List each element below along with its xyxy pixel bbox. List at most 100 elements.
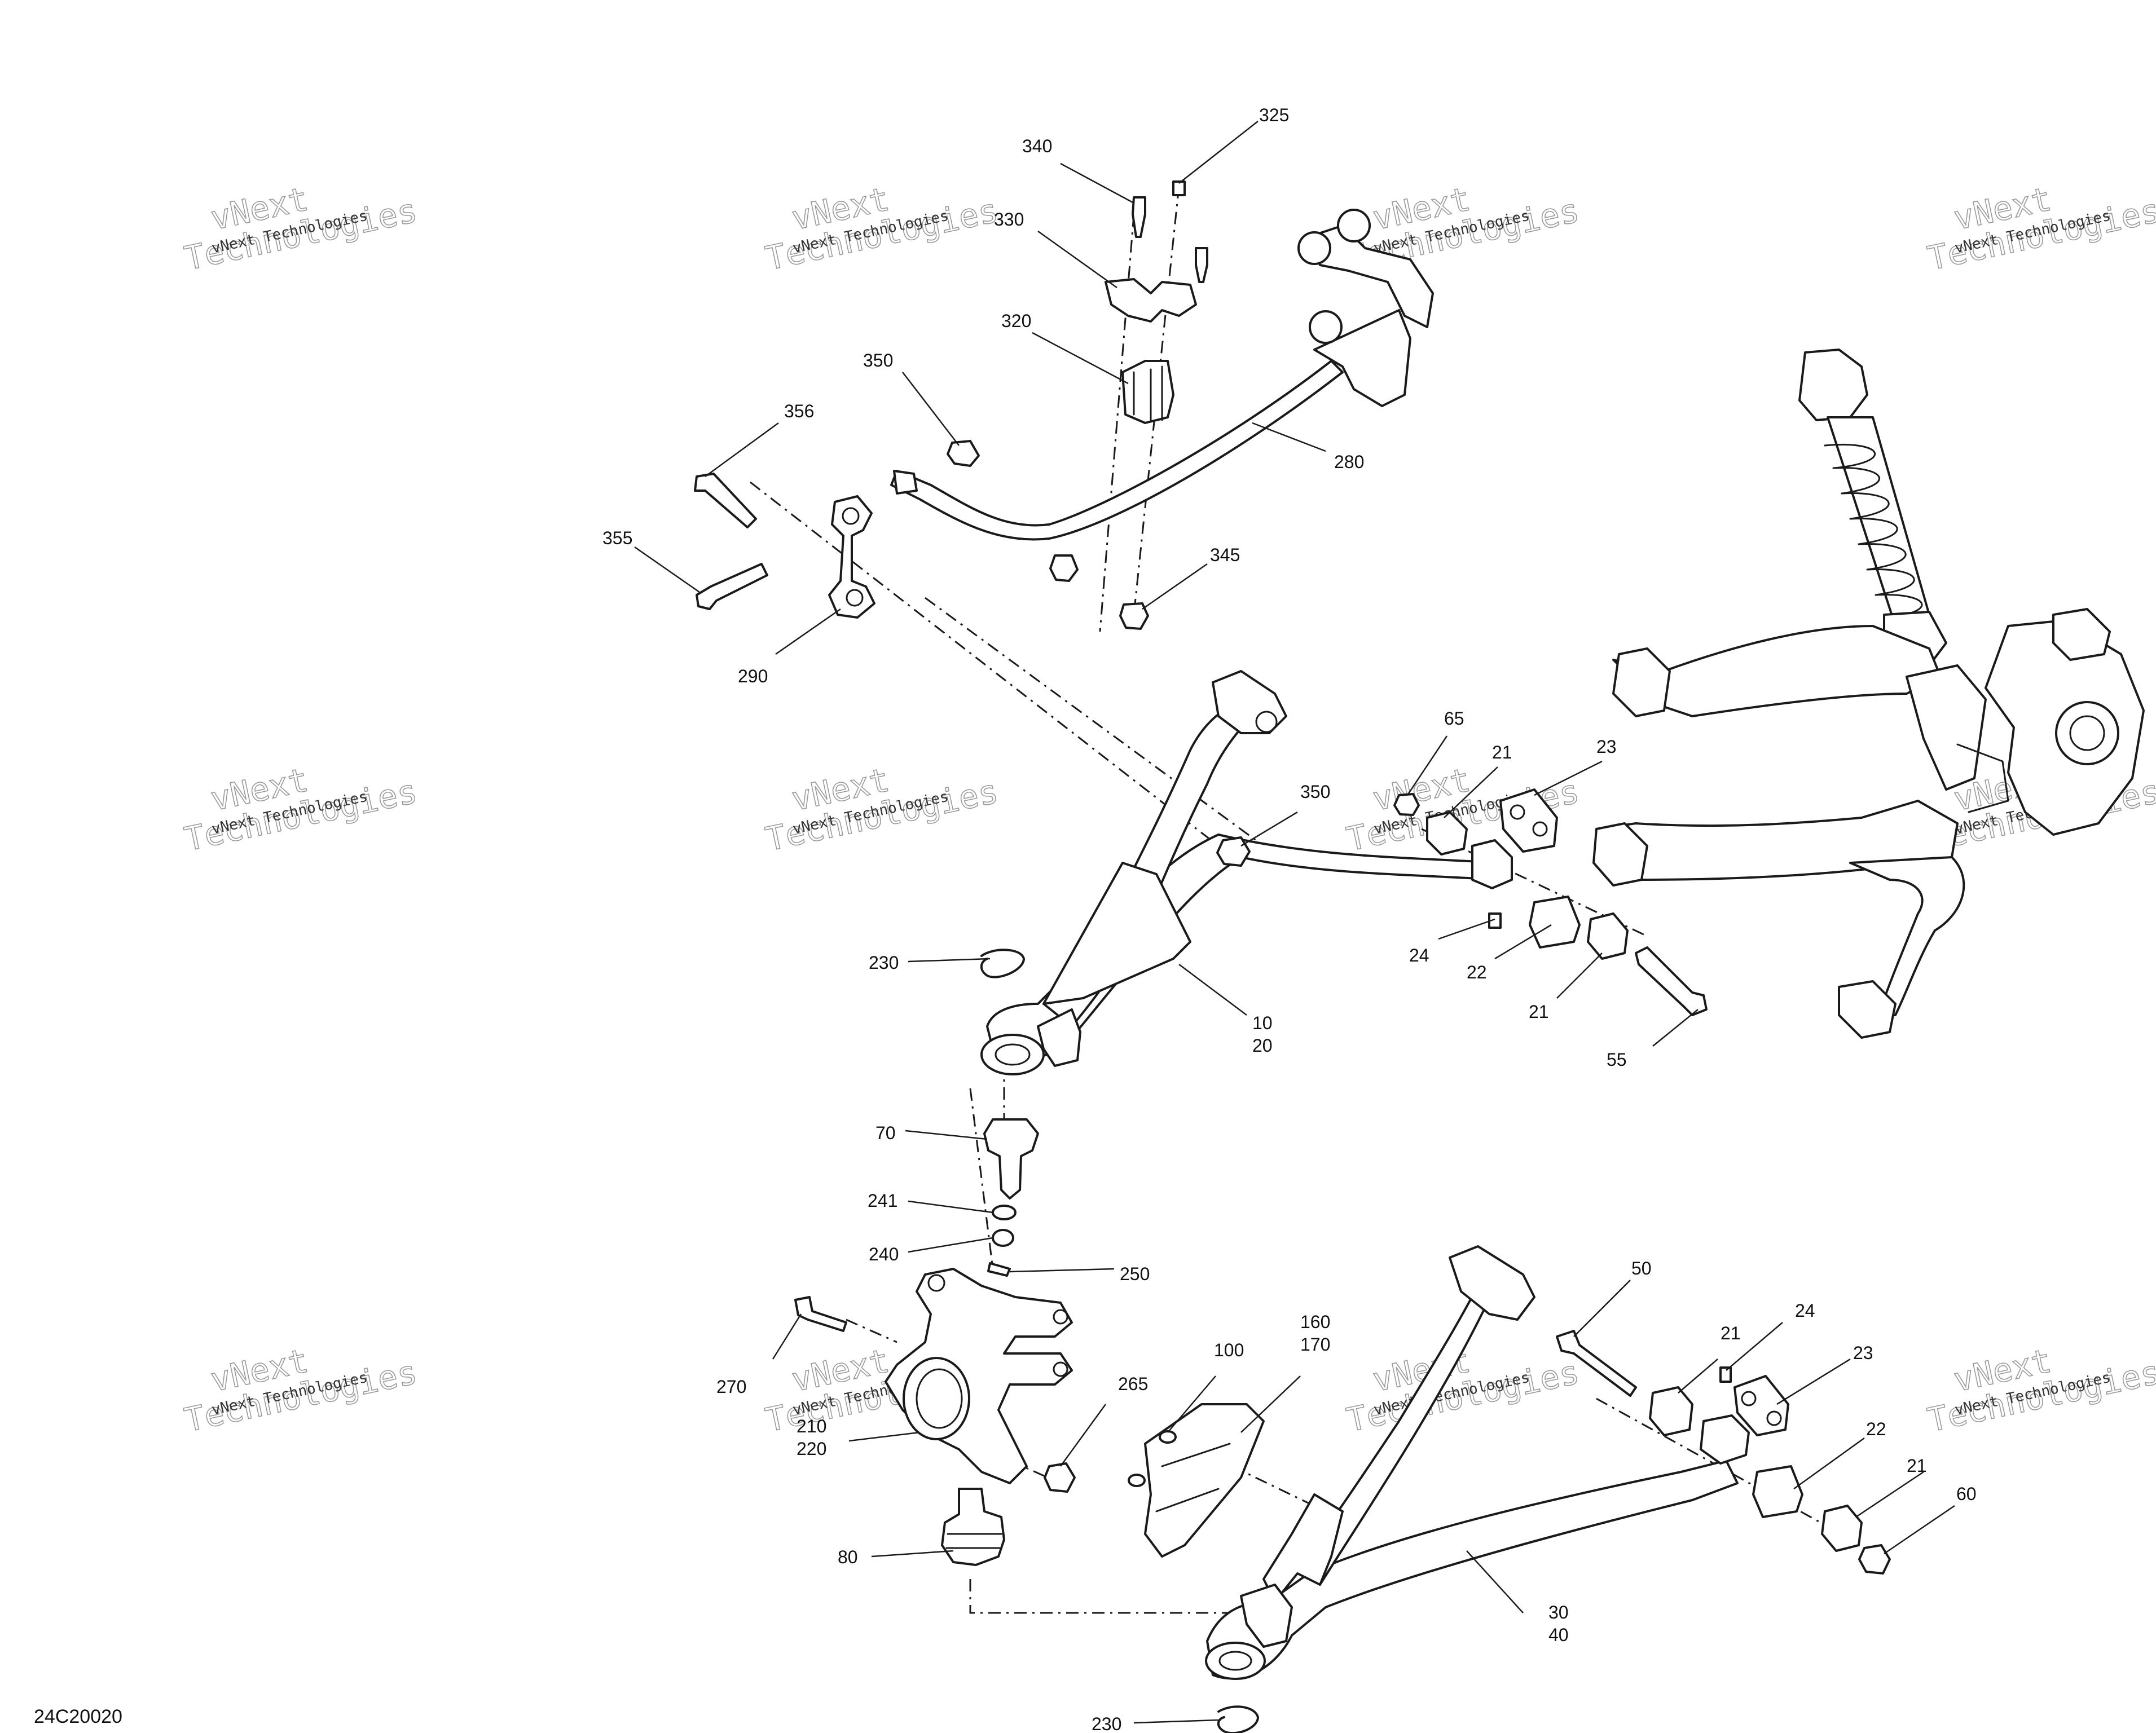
bolt-356 [694, 473, 757, 528]
callout-265: 265 [1118, 1374, 1148, 1394]
callout-340: 340 [1022, 136, 1052, 156]
callout-50: 50 [1631, 1258, 1652, 1278]
sway-bar-end-bracket [1313, 309, 1411, 407]
assembled-view [1592, 349, 2145, 1039]
grease-fitting-24-upper [1488, 912, 1502, 929]
callout-220: 220 [797, 1439, 826, 1459]
watermark: vNext Technologies vNext Technologies [181, 179, 421, 279]
callout-55: 55 [1607, 1049, 1627, 1070]
upper-a-arm-clevis [1037, 1008, 1081, 1067]
callout-22: 22 [1866, 1419, 1886, 1439]
assembled-lower-rear-bushing [1838, 980, 1897, 1039]
callout-160: 160 [1300, 1312, 1330, 1332]
lower-a-arm-rear-bushing [1700, 1414, 1750, 1465]
lower-a-arm-assembly [1128, 1245, 1750, 1733]
cotter-pin-250 [987, 1262, 1011, 1277]
bolt-330-right [1195, 247, 1208, 283]
callout-325: 325 [1259, 105, 1289, 125]
circlip-230-lower [1217, 1705, 1259, 1733]
bolt-355 [696, 563, 768, 610]
assembled-upright-link [1906, 664, 1987, 791]
callout-60: 60 [1956, 1484, 1977, 1504]
assembled-upper-rear-bushing [2052, 608, 2111, 661]
callout-280: 280 [1334, 452, 1364, 472]
nut-65 [1393, 793, 1420, 816]
callout-230: 230 [869, 953, 899, 973]
sway-bar-bushing-eye [1309, 310, 1343, 344]
shock-top-mount [1798, 349, 1868, 421]
skid-plate-160 [1144, 1403, 1265, 1558]
nut-sway-bar [1049, 554, 1079, 582]
screw-100-b [1128, 1474, 1146, 1487]
knuckle-upper-hole [927, 1274, 945, 1292]
upper-a-arm-rear-bushing [1471, 839, 1513, 889]
callout-80: 80 [838, 1547, 858, 1567]
callout-23: 23 [1853, 1343, 1873, 1363]
lower-a-arm [1206, 1459, 1739, 1680]
bolt-340 [1132, 196, 1146, 238]
callout-22: 22 [1467, 962, 1487, 982]
nut-265 [1044, 1462, 1076, 1493]
knuckle-arm-hole [1053, 1309, 1068, 1325]
upper-a-arm-assembly [980, 670, 1513, 1075]
grease-fitting-325 [1172, 180, 1186, 196]
callout-65: 65 [1444, 708, 1464, 729]
sway-bar-end-eye [893, 470, 918, 495]
watermark: vNext Technologies vNext Technologies [762, 760, 1002, 859]
callout-330: 330 [994, 209, 1024, 230]
screw-100-a [1159, 1430, 1177, 1444]
sleeve-22-upper [1529, 896, 1581, 949]
callout-labels: 340 325 330 320 350 356 355 280 345 290 … [602, 105, 1977, 1733]
sway-bar [890, 360, 1344, 541]
lower-a-arm-gusset [1262, 1493, 1344, 1603]
nut-60 [1858, 1544, 1891, 1575]
callout-21: 21 [1907, 1456, 1927, 1476]
upper-ball-joint-70 [983, 1118, 1039, 1200]
callout-10: 10 [1252, 1013, 1273, 1033]
assembled-knuckle-hub [2055, 701, 2119, 765]
bushing-21-upper-b [1587, 912, 1629, 960]
bushing-clamp-330 [1105, 278, 1197, 323]
nut-350-mid [1216, 836, 1251, 867]
plate-23-lower [1733, 1375, 1789, 1436]
bushing-320 [1121, 360, 1174, 424]
assembled-lower-arm-rear [1849, 856, 1965, 1016]
callout-320: 320 [1001, 311, 1031, 331]
callout-210: 210 [797, 1416, 826, 1436]
assembled-upper-bushing [1612, 647, 1671, 717]
watermark: vNext Technologies vNext Technologies [1924, 179, 2156, 279]
callout-23: 23 [1596, 737, 1617, 757]
callout-100: 100 [1214, 1340, 1244, 1360]
bolt-50 [1556, 1330, 1637, 1397]
shock-spring [1824, 443, 1923, 619]
circlip-230-upper [980, 949, 1025, 978]
lower-ball-joint-80 [941, 1488, 1005, 1566]
callout-170: 170 [1300, 1334, 1330, 1355]
callout-70: 70 [875, 1123, 896, 1143]
bushing-21-lower-b [1821, 1505, 1863, 1552]
callout-230: 230 [1092, 1714, 1121, 1733]
lower-ball-joint-housing [1205, 1642, 1266, 1680]
grease-fitting-24-lower [1719, 1366, 1732, 1383]
callout-24: 24 [1795, 1300, 1815, 1321]
washer-241 [992, 1205, 1017, 1220]
callout-270: 270 [716, 1377, 746, 1397]
callout-21: 21 [1492, 742, 1512, 762]
knuckle-arm-hole [1053, 1361, 1068, 1377]
callout-290: 290 [738, 666, 768, 686]
bushing-21-lower-a [1649, 1386, 1693, 1436]
watermark: vNext Technologies vNext Technologies [762, 179, 1002, 279]
lower-a-arm-front-bushing [1449, 1245, 1535, 1321]
bolt-55 [1635, 946, 1708, 1016]
sway-bar-assembly [694, 180, 1434, 630]
callout-30: 30 [1548, 1602, 1569, 1622]
callout-241: 241 [868, 1190, 897, 1211]
watermark: vNext Technologies vNext Technologies [181, 1341, 421, 1440]
sway-bar-link-290 [828, 495, 875, 619]
leader-lines [634, 121, 1955, 1724]
upper-ball-joint-housing [980, 1034, 1045, 1075]
knuckle-bearing-bore [903, 1357, 970, 1440]
callout-20: 20 [1252, 1035, 1273, 1056]
bolt-270 [794, 1296, 847, 1332]
